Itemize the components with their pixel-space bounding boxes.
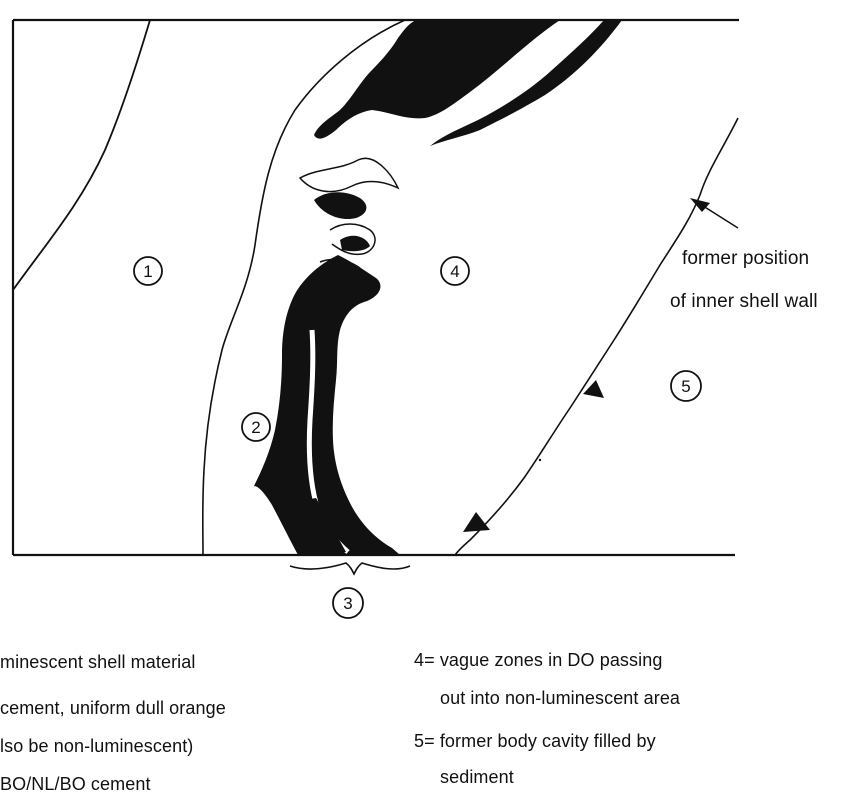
zone-3-bracket [290, 563, 410, 574]
zone-marker-5: 5 [671, 371, 701, 401]
legend-left-1: minescent shell material [0, 653, 195, 671]
zone-marker-1: 1 [134, 257, 162, 285]
black-cement-top [314, 20, 560, 139]
zone-marker-4: 4 [441, 257, 469, 285]
legend-right-4: sediment [440, 768, 514, 786]
callout-line-2: of inner shell wall [670, 292, 818, 311]
black-lens-middle [340, 236, 370, 251]
zone-label-3: 3 [343, 594, 352, 613]
legend-right-3: 5= former body cavity filled by [414, 732, 656, 750]
zone-marker-2: 2 [242, 413, 270, 441]
zone-1-boundary [13, 20, 150, 290]
inner-shell-wall [455, 118, 738, 555]
shell-wall-barb-lower [463, 512, 490, 532]
callout-line-1: former position [682, 249, 809, 268]
legend-left-2: cement, uniform dull orange [0, 699, 226, 717]
zone-label-1: 1 [143, 262, 152, 281]
legend-left-3: lso be non-luminescent) [0, 737, 193, 755]
zone-label-2: 2 [251, 418, 260, 437]
zone-marker-3: 3 [333, 588, 363, 618]
speck-dot [539, 459, 541, 461]
zone-label-5: 5 [681, 377, 690, 396]
legend-right-1: 4= vague zones in DO passing [414, 651, 662, 669]
legend-right-2: out into non-luminescent area [440, 689, 680, 707]
legend-left-4: BO/NL/BO cement [0, 775, 151, 793]
zone-label-4: 4 [450, 262, 459, 281]
black-lens-upper [314, 192, 366, 219]
